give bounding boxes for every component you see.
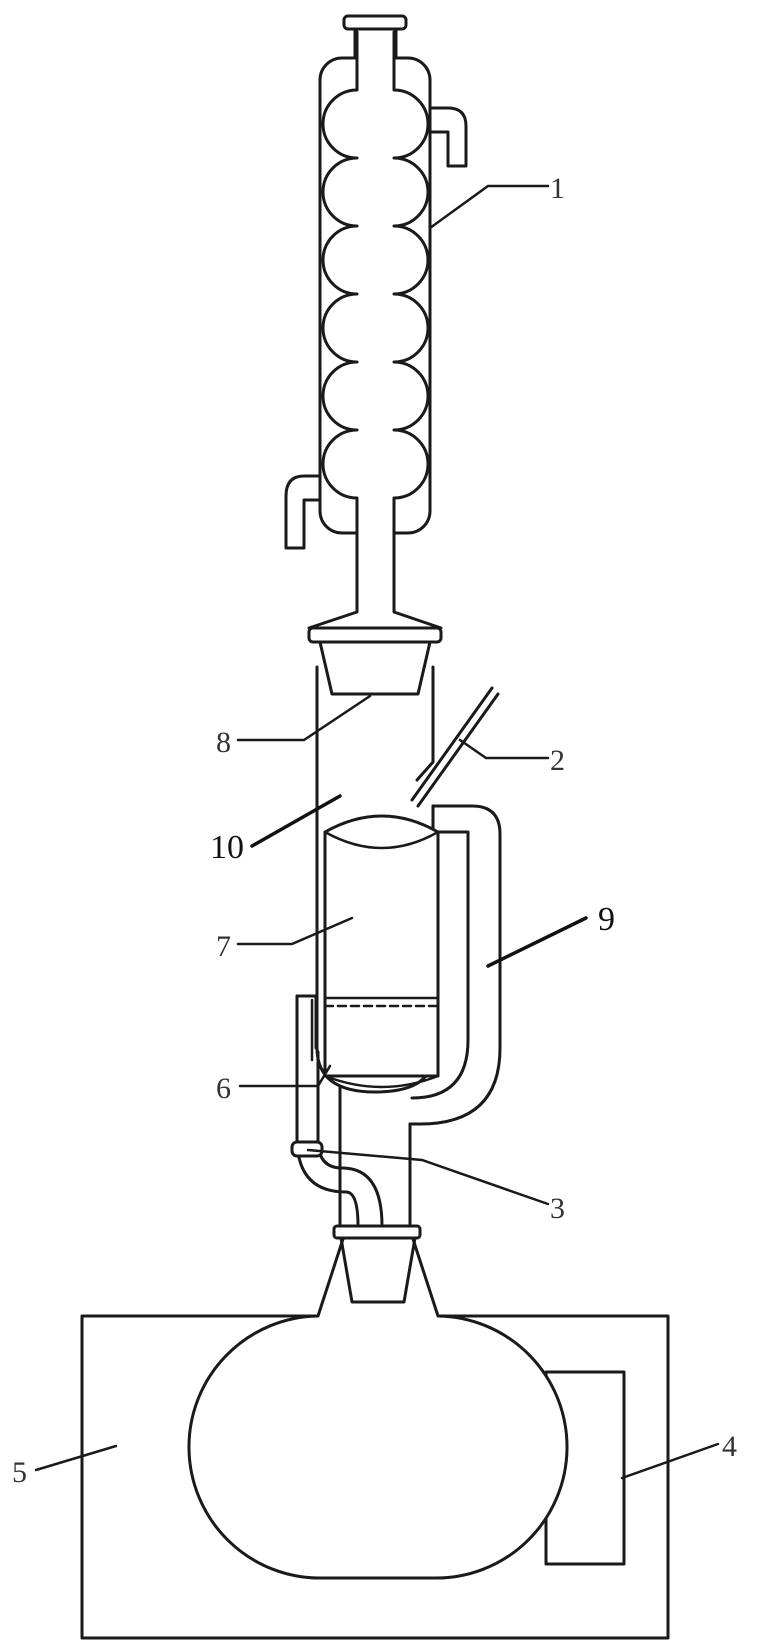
condenser-top-lip: [342, 14, 408, 31]
extractor-body-right-wall: [415, 665, 435, 782]
leader-line-4: [620, 1442, 720, 1480]
leader-line-8: [236, 694, 372, 742]
label-6: 6: [216, 1072, 231, 1105]
thermometer-rod-2: [416, 692, 500, 808]
leader-line-5: [34, 1444, 118, 1472]
siphon-tube-inner: [410, 830, 470, 1100]
condenser-water-outlet: [428, 106, 468, 168]
leader-line-7: [236, 916, 354, 946]
condenser-water-inlet: [284, 474, 322, 550]
label-2: 2: [550, 744, 565, 777]
stopcock-valve: [290, 1140, 324, 1158]
label-4: 4: [722, 1430, 737, 1463]
round-bottom-flask: [187, 1234, 569, 1580]
label-7: 7: [216, 930, 231, 963]
label-8: 8: [216, 726, 231, 759]
label-1: 1: [550, 172, 565, 205]
label-9: 9: [598, 901, 615, 938]
label-5: 5: [12, 1456, 27, 1489]
siphon-tube: [408, 804, 502, 1126]
thermometer-rod: [410, 686, 494, 802]
label-10: 10: [210, 829, 244, 866]
label-3: 3: [550, 1192, 565, 1225]
stopper-rim: [307, 626, 443, 644]
ground-glass-stopper: [318, 640, 432, 696]
thimble-top-curve: [323, 830, 440, 850]
leader-line-6b: [316, 1064, 332, 1088]
sample-thimble: [323, 814, 440, 1078]
leader-line-9: [486, 916, 588, 968]
flask-joint-collar: [332, 1224, 422, 1240]
thimble-bottom: [323, 1074, 440, 1089]
leader-line-1: [428, 184, 550, 230]
condenser-inner-bulbs: [307, 30, 443, 630]
leader-line-2: [458, 738, 550, 760]
leader-line-10: [250, 794, 342, 848]
filter-mesh-plug: [339, 1236, 417, 1304]
return-tube-top: [295, 994, 318, 1050]
leader-line-3: [306, 1148, 550, 1206]
